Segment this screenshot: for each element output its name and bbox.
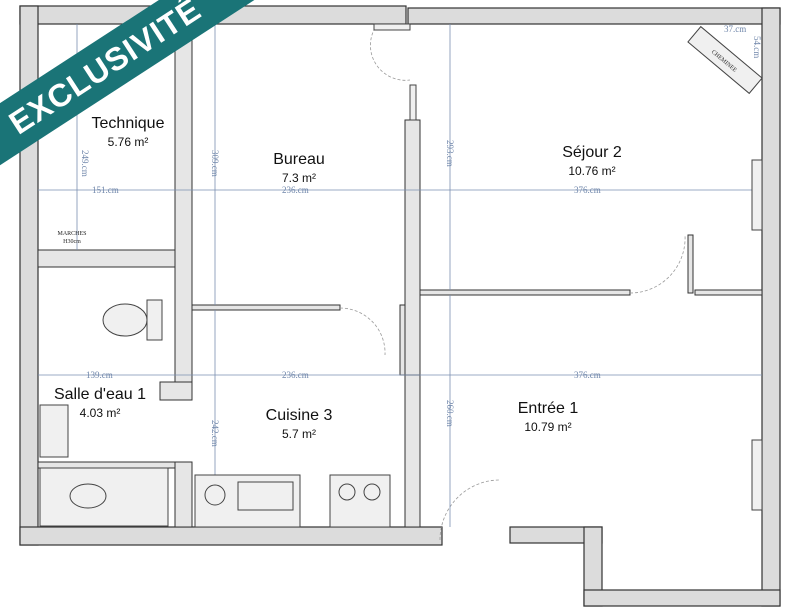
interior-walls [37, 23, 763, 528]
room-cuisine: Cuisine 3 5.7 m² [266, 407, 333, 441]
dim-label: 260.cm [445, 400, 455, 427]
dim-label: 151.cm [92, 185, 119, 195]
dim-label: 249.cm [80, 150, 90, 177]
svg-text:Cuisine 3: Cuisine 3 [266, 407, 333, 424]
svg-text:Salle d'eau 1: Salle d'eau 1 [54, 386, 146, 403]
room-entree: Entrée 1 10.79 m² [518, 400, 579, 434]
svg-text:4.03 m²: 4.03 m² [80, 406, 121, 420]
dim-label: 236.cm [282, 370, 309, 380]
dim-label: 242.cm [210, 420, 220, 447]
svg-text:Entrée 1: Entrée 1 [518, 400, 579, 417]
sink-icon [39, 404, 69, 458]
dim-label: 139.cm [86, 370, 113, 380]
dim-label: 37.cm [724, 24, 746, 34]
dim-label: 236.cm [282, 185, 309, 195]
dim-label: 54.cm [752, 36, 762, 58]
room-technique: Technique 5.76 m² [92, 115, 165, 149]
svg-text:Technique: Technique [92, 115, 165, 132]
svg-text:10.76 m²: 10.76 m² [568, 164, 615, 178]
stove-icon [329, 474, 391, 528]
svg-text:5.76 m²: 5.76 m² [108, 135, 149, 149]
svg-text:5.7 m²: 5.7 m² [282, 427, 316, 441]
svg-text:Bureau: Bureau [273, 151, 325, 168]
dim-label: 309.cm [210, 150, 220, 177]
toilet-icon [102, 303, 148, 337]
svg-text:10.79 m²: 10.79 m² [524, 420, 571, 434]
stairs-label: MARCHES [57, 231, 86, 237]
svg-text:Séjour 2: Séjour 2 [562, 144, 622, 161]
fixtures [39, 159, 763, 528]
fireplace: CHEMINEE [687, 25, 763, 95]
room-sejour: Séjour 2 10.76 m² [562, 144, 622, 178]
stairs-height: H30cm [63, 239, 81, 245]
room-bureau: Bureau 7.3 m² [273, 151, 325, 185]
outer-walls [19, 5, 781, 607]
svg-text:7.3 m²: 7.3 m² [282, 171, 316, 185]
door-arcs [339, 23, 686, 541]
dim-label: 376.cm [574, 185, 601, 195]
dim-label: 376.cm [574, 370, 601, 380]
dimension-lines [38, 24, 762, 527]
dimension-labels: 249.cm 151.cm 309.cm 236.cm 293.cm 376.c… [80, 24, 762, 447]
dim-label: 293.cm [445, 140, 455, 167]
room-salle-deau: Salle d'eau 1 4.03 m² [54, 386, 146, 420]
